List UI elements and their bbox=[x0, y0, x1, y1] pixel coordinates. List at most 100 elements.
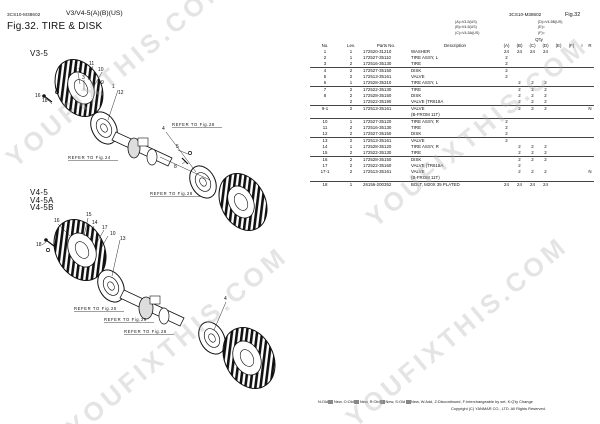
cell-qty: 2 bbox=[518, 80, 521, 85]
cell-description: VALVE bbox=[410, 137, 500, 144]
model-label-line: V4-5A bbox=[30, 195, 54, 205]
cell-no: 5 bbox=[323, 74, 327, 79]
cell-description: TIRE ASSY, L bbox=[411, 80, 439, 85]
cell-no: 17-1 bbox=[320, 169, 330, 174]
cell-qty: 2 bbox=[544, 144, 547, 149]
col-header-lev: Lev. bbox=[347, 43, 355, 48]
cell-qty: 2 bbox=[531, 169, 534, 174]
cell-no: 14 bbox=[322, 144, 328, 149]
cell-no: 9-1 bbox=[310, 105, 340, 112]
bottom-tire-left-icon bbox=[53, 219, 107, 281]
cell-r: N bbox=[586, 105, 594, 112]
bottom-disk-right-icon bbox=[198, 321, 226, 355]
cell-qty: 2 bbox=[505, 61, 508, 66]
cell-no: 10 bbox=[310, 118, 340, 125]
cell-qty: 2 bbox=[518, 144, 521, 149]
cell-r bbox=[586, 156, 594, 163]
col-header-qty-e: (E) bbox=[555, 43, 562, 48]
callout-number: 8 bbox=[174, 164, 177, 170]
cell-qty: 24 bbox=[504, 49, 509, 54]
legend-item: (D)=V4-5B(US) bbox=[538, 20, 563, 24]
cell-lev: 1 bbox=[349, 49, 353, 54]
col-header-qty-a: (A) bbox=[503, 43, 510, 48]
callout-number: 9 bbox=[101, 80, 104, 86]
cell-qty: 2 bbox=[531, 144, 534, 149]
table-header-row-qty: Q'ty bbox=[310, 37, 594, 43]
cell-qty bbox=[526, 67, 539, 74]
cell-qty bbox=[565, 67, 578, 74]
col-header-no: No. bbox=[321, 43, 329, 48]
cell-qty bbox=[565, 86, 578, 93]
cell-qty: 2 bbox=[518, 163, 521, 168]
col-header-qty-c: (C) bbox=[529, 43, 536, 48]
cell-description: DISK bbox=[411, 93, 422, 98]
cell-no: 8 bbox=[323, 93, 327, 98]
cell-lev: 2 bbox=[349, 125, 353, 130]
document-code: 3CS10-M38602 bbox=[7, 12, 41, 17]
cell-qty: 2 bbox=[513, 105, 526, 112]
cell-description: VALVE (TR618A bbox=[411, 99, 444, 104]
model-label-line: V4-5B bbox=[30, 203, 54, 212]
cell-qty bbox=[513, 118, 526, 125]
cell-part-no: 172522-35160 bbox=[363, 163, 392, 168]
bottom-tire-right-icon bbox=[222, 327, 276, 389]
cell-lev: 2 bbox=[340, 137, 362, 144]
callout-number: 4 bbox=[162, 126, 165, 132]
watermark-text: YOUFIXTHIS.COM bbox=[340, 230, 574, 424]
cell-part-no: 172527-35150 bbox=[363, 131, 392, 136]
callout-number: 4 bbox=[224, 296, 227, 302]
top-bolt-icon bbox=[42, 90, 192, 165]
cell-r bbox=[586, 86, 594, 93]
cell-qty: 2 bbox=[531, 150, 534, 155]
callout-number: 10 bbox=[110, 231, 116, 237]
cell-qty bbox=[552, 86, 565, 93]
reference-note: REFER TO Fig.24 bbox=[68, 155, 111, 160]
qty-header: Q'ty bbox=[535, 37, 543, 42]
cell-qty bbox=[552, 181, 565, 188]
cell-lev: 1 bbox=[340, 181, 362, 188]
col-header-i: I bbox=[581, 43, 583, 48]
cell-qty: 2 bbox=[531, 99, 534, 104]
callout-number: 13 bbox=[120, 236, 126, 242]
cell-lev: 2 bbox=[349, 163, 353, 168]
table-note-row: (B-FROM 11T) bbox=[310, 175, 594, 182]
model-label-top: V3-5 bbox=[30, 49, 49, 58]
cell-qty: 2 bbox=[500, 67, 513, 74]
arrow-icon bbox=[380, 400, 386, 404]
cell-qty: 2 bbox=[526, 105, 539, 112]
callout-number: 12 bbox=[118, 90, 124, 96]
bottom-bolt-icon bbox=[44, 238, 55, 252]
cell-part-no: 172522-35130 bbox=[362, 86, 410, 93]
col-header-qty-b: (B) bbox=[516, 43, 523, 48]
cell-no: 4 bbox=[310, 67, 340, 74]
cell-r bbox=[586, 181, 594, 188]
cell-qty: 2 bbox=[539, 156, 552, 163]
cell-qty: 2 bbox=[513, 86, 526, 93]
table-header-row: No. Lev. Parts No. Description (A) (B) (… bbox=[310, 43, 594, 49]
cell-qty: 2 bbox=[544, 150, 547, 155]
cell-r bbox=[586, 118, 594, 125]
col-header-r: R bbox=[588, 43, 592, 48]
reference-note: REFER TO Fig.28 bbox=[150, 191, 193, 196]
reference-note: REFER TO Fig.25 bbox=[74, 306, 117, 311]
cell-no: 1 bbox=[323, 49, 327, 54]
cell-part-no: 172528-35150 bbox=[363, 93, 392, 98]
top-disk-left-icon bbox=[90, 111, 118, 145]
parts-table: Q'ty No. Lev. Parts No. Description (A) … bbox=[310, 37, 594, 188]
callout-number: 5 bbox=[176, 144, 179, 150]
callout-number: 14 bbox=[92, 220, 98, 226]
cell-description: VALVE bbox=[411, 169, 425, 174]
cell-no: 18 bbox=[310, 181, 340, 188]
callout-number: 11 bbox=[89, 61, 94, 67]
cell-qty: 2 bbox=[544, 80, 547, 85]
cell-part-no: 172522-35190 bbox=[363, 99, 392, 104]
